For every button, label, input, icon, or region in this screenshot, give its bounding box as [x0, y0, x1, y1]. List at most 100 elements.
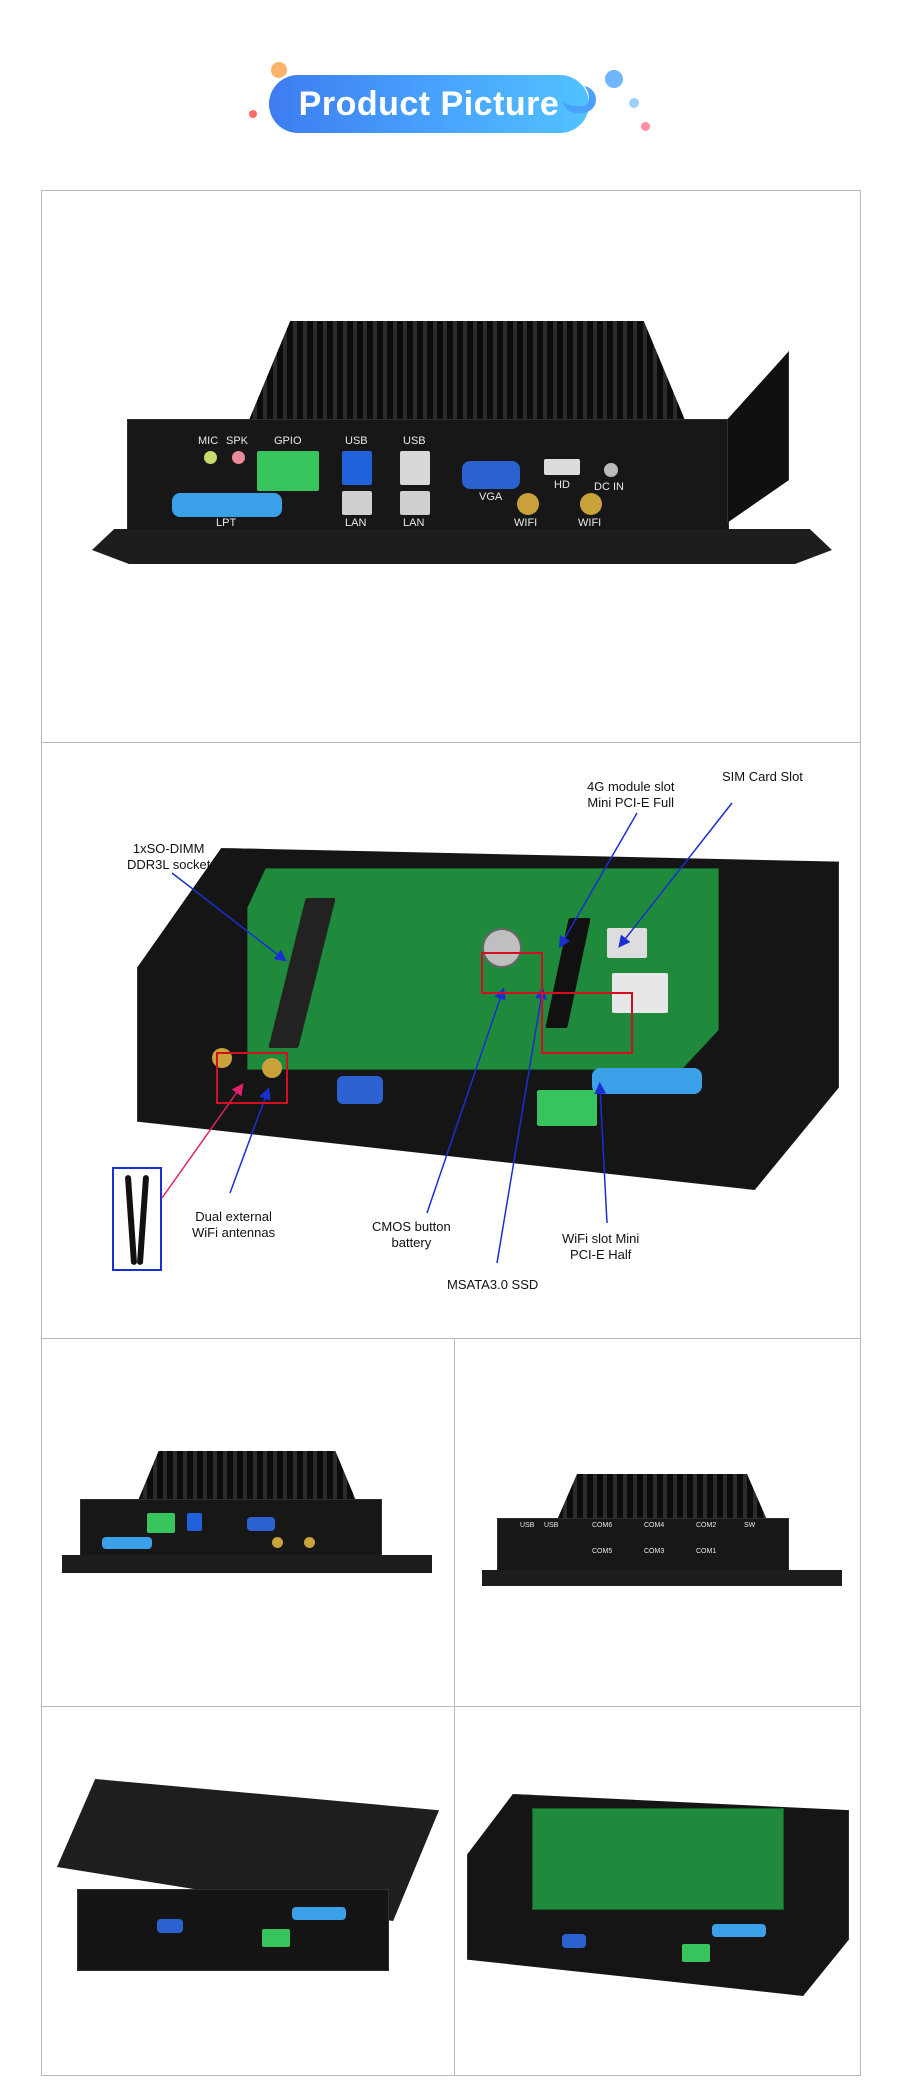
callout-4g-module: 4G module slot Mini PCI-E Full	[587, 779, 674, 811]
label-usb-2: USB	[403, 435, 426, 447]
title-pill	[269, 75, 589, 133]
vga-port	[462, 461, 520, 489]
rear-label-usb-1: USB	[520, 1522, 535, 1529]
callout-antennas-line1: Dual external	[195, 1209, 272, 1224]
heatsink-fins	[248, 321, 686, 421]
thumb1-lpt	[102, 1537, 152, 1549]
callout-cmos-line1: CMOS button	[372, 1219, 451, 1234]
thumb3-vga	[157, 1919, 183, 1933]
lpt-port	[172, 493, 282, 517]
thumb2-fins	[557, 1474, 767, 1520]
decor-dot-orange	[271, 62, 287, 78]
panel-view-grid: USB USB COM6 COM4 COM2 SW COM5 COM3 COM1	[41, 1338, 861, 2076]
mount-flange	[92, 529, 832, 564]
mini-pc-internal	[137, 808, 839, 1208]
callout-msata: MSATA3.0 SSD	[447, 1277, 539, 1292]
callout-4g-line1: 4G module slot	[587, 779, 675, 794]
label-wifi-2: WIFI	[578, 517, 602, 529]
rear-label-com1: COM1	[696, 1548, 717, 1555]
spk-jack	[232, 451, 245, 464]
label-spk: SPK	[226, 435, 249, 447]
thumb2-flange	[482, 1570, 842, 1586]
section-header: Product Picture	[245, 58, 655, 148]
panel-front-view: MIC SPK GPIO USB USB LPT LAN LAN VGA HD …	[41, 190, 861, 743]
label-wifi-1: WIFI	[514, 517, 538, 529]
label-vga: VGA	[479, 491, 503, 503]
usb3-ports	[342, 451, 372, 485]
label-hd: HD	[554, 479, 570, 491]
thumb4-board	[532, 1808, 784, 1910]
thumb4-vga	[562, 1934, 586, 1948]
callout-4g-line2: Mini PCI-E Full	[587, 795, 675, 810]
decor-dot-red	[249, 110, 257, 118]
thumb-bottom-view	[57, 1779, 439, 2009]
thumb1-flange	[62, 1555, 432, 1573]
thumb3-lpt	[292, 1907, 346, 1920]
thumb1-chassis	[80, 1499, 382, 1559]
callout-wifi-slot: WiFi slot Mini PCI-E Half	[562, 1231, 639, 1263]
wifi-antenna-2	[580, 493, 602, 515]
thumb4-gpio	[682, 1944, 710, 1962]
antenna-box	[112, 1167, 162, 1271]
mic-jack	[204, 451, 217, 464]
decor-dot-blue	[605, 70, 623, 88]
thumb1-gpio	[147, 1513, 175, 1533]
callout-cmos-line2: battery	[391, 1235, 432, 1250]
callout-antennas-line2: WiFi antennas	[192, 1225, 276, 1240]
label-usb-1: USB	[345, 435, 368, 447]
callout-sodimm: 1xSO-DIMM DDR3L socket	[127, 841, 210, 873]
callout-antennas: Dual external WiFi antennas	[192, 1209, 275, 1241]
thumb-rear-view: USB USB COM6 COM4 COM2 SW COM5 COM3 COM1	[482, 1474, 842, 1614]
dc-in-jack	[604, 463, 618, 477]
rear-label-com6: COM6	[592, 1522, 613, 1529]
callout-wifislot-line2: PCI-E Half	[569, 1247, 632, 1262]
label-dc-in: DC IN	[594, 481, 624, 493]
cmos-battery	[482, 928, 522, 968]
callout-sodimm-line1: 1xSO-DIMM	[132, 841, 205, 856]
grid-divider-horizontal	[42, 1706, 860, 1707]
label-lpt: LPT	[216, 517, 237, 529]
thumb4-lpt	[712, 1924, 766, 1937]
label-lan-1: LAN	[345, 517, 367, 529]
usb2-ports	[400, 451, 430, 485]
thumb1-fins	[137, 1451, 357, 1501]
callout-cmos: CMOS button battery	[372, 1219, 451, 1251]
decor-dot-lightblue	[629, 98, 639, 108]
rear-label-sw: SW	[744, 1522, 756, 1529]
thumb3-gpio	[262, 1929, 290, 1947]
thumb-front-view	[62, 1451, 432, 1611]
thumb2-chassis	[497, 1518, 789, 1574]
label-gpio: GPIO	[274, 435, 302, 447]
thumb1-ant-1	[272, 1537, 283, 1548]
label-lan-2: LAN	[403, 517, 425, 529]
lan-port-2	[400, 491, 430, 515]
rear-label-com4: COM4	[644, 1522, 665, 1529]
panel-internal-view: 1xSO-DIMM DDR3L socket 4G module slot Mi…	[41, 742, 861, 1339]
rear-label-com2: COM2	[696, 1522, 717, 1529]
decor-swirl	[563, 86, 596, 113]
grid-divider-vertical	[454, 1339, 455, 2075]
callout-arrows	[161, 802, 733, 1264]
decor-dot-pink	[641, 122, 650, 131]
callout-sodimm-line2: DDR3L socket	[127, 857, 211, 872]
callout-wifislot-line1: WiFi slot Mini	[562, 1231, 640, 1246]
rear-label-usb-2: USB	[544, 1522, 559, 1529]
thumb1-vga	[247, 1517, 275, 1531]
wifi-antenna-1	[517, 493, 539, 515]
label-mic: MIC	[198, 435, 219, 447]
page-title: Product Picture	[298, 85, 560, 123]
io-gpio	[537, 1090, 597, 1126]
thumb3-chassis	[77, 1889, 389, 1971]
chassis-side	[727, 351, 789, 523]
callout-sim-slot: SIM Card Slot	[722, 769, 803, 784]
lan-port-1	[342, 491, 372, 515]
gpio-header	[257, 451, 319, 491]
thumb-internal-view	[467, 1794, 849, 2014]
hdmi-port	[544, 459, 580, 475]
thumb1-ant-2	[304, 1537, 315, 1548]
mini-pc-front: MIC SPK GPIO USB USB LPT LAN LAN VGA HD …	[92, 321, 832, 641]
rear-label-com3: COM3	[644, 1548, 665, 1555]
io-vga	[337, 1076, 383, 1104]
rear-label-com5: COM5	[592, 1548, 613, 1555]
thumb1-usb3	[187, 1513, 202, 1531]
